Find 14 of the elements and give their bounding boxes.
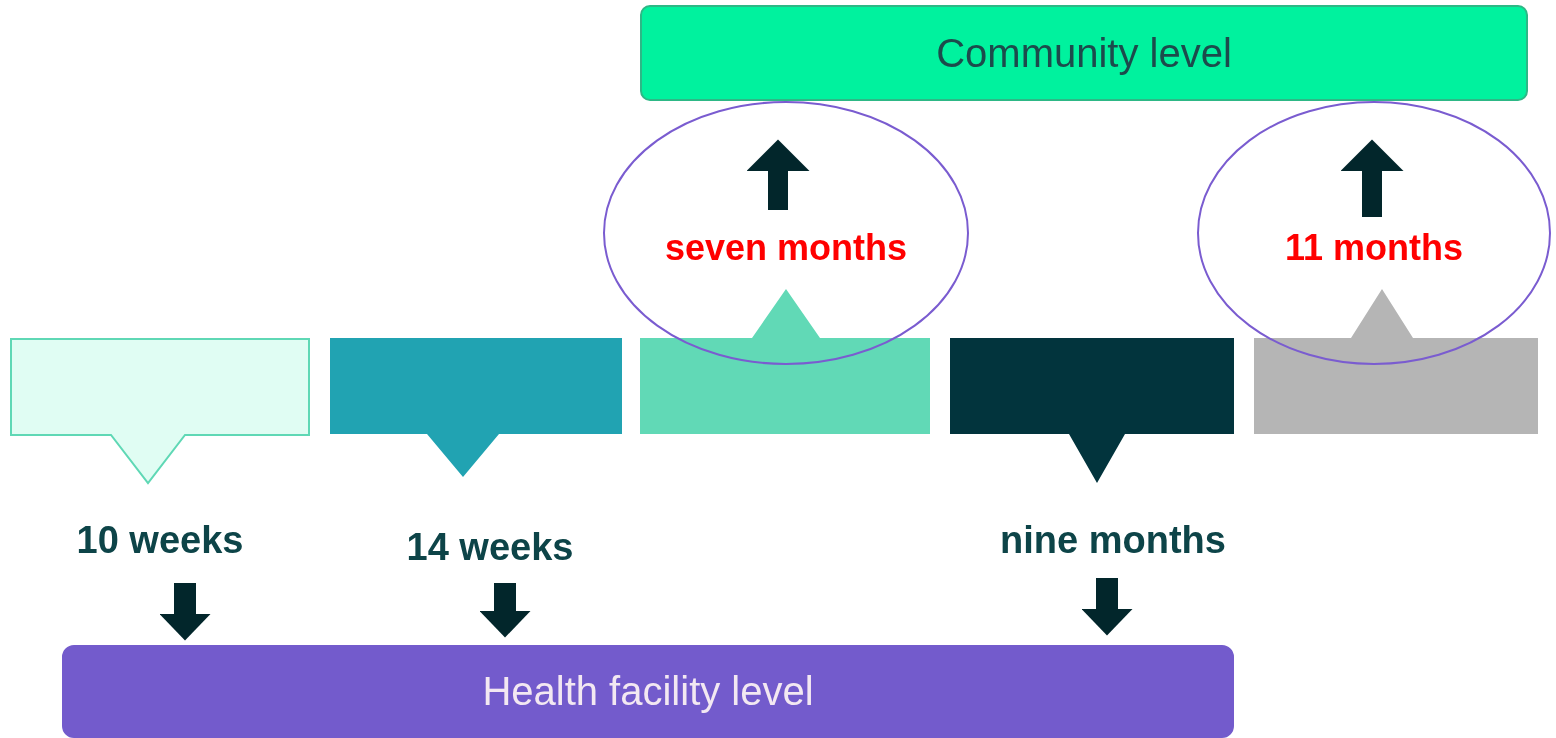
time-label: 14 weeks <box>406 525 574 569</box>
time-label: nine months <box>1000 518 1226 562</box>
time-label: 11 months <box>1284 227 1464 270</box>
block-arrow <box>746 139 810 210</box>
level-banner <box>640 5 1528 101</box>
level-label: Community level <box>936 30 1232 76</box>
level-banner <box>62 645 1234 738</box>
block-arrow <box>159 583 211 641</box>
block-arrow <box>1081 578 1133 636</box>
block-arrow <box>479 583 531 638</box>
level-label: Health facility level <box>482 669 814 714</box>
time-label: seven months <box>664 227 908 270</box>
time-label: 10 weeks <box>76 518 244 562</box>
block-arrow <box>1340 139 1404 217</box>
